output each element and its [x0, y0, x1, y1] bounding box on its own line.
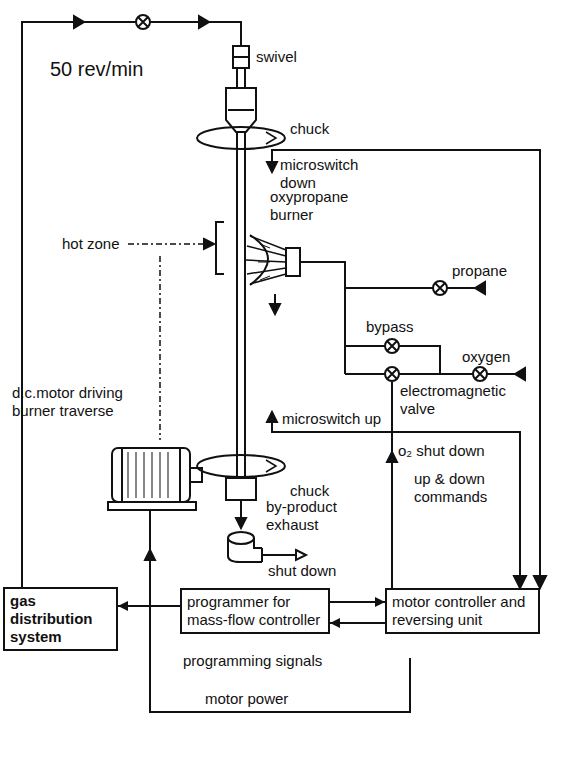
part-label: bypass: [366, 318, 436, 336]
signal-arrow: [330, 597, 385, 607]
part-label: chuck: [290, 120, 360, 138]
part-label: motor power: [205, 690, 325, 708]
part-label: o₂ shut down: [398, 442, 528, 460]
part-label: hot zone: [62, 235, 132, 253]
part-label: microswitch down: [280, 156, 380, 192]
control-box: motor controller and reversing unit: [385, 588, 540, 634]
part-label: oxypropane burner: [270, 188, 370, 224]
part-label: by-product exhaust: [266, 498, 376, 534]
part-label: electromagnetic valve: [400, 382, 510, 418]
part-label: shut down: [268, 562, 358, 580]
part-label: propane: [452, 262, 532, 280]
control-box: gas distribution system: [3, 587, 118, 651]
part-label: 50 rev/min: [50, 58, 190, 81]
signal-arrow: [330, 618, 385, 628]
box-text: programmer for mass-flow controller: [187, 593, 323, 629]
part-label: oxygen: [462, 348, 542, 366]
part-label: d.c.motor driving burner traverse: [12, 384, 137, 420]
part-label: up & down commands: [414, 470, 512, 506]
part-label: programming signals: [183, 652, 343, 670]
part-label: swivel: [256, 48, 336, 66]
box-text: motor controller and reversing unit: [392, 593, 533, 629]
signal-arrow: [118, 601, 180, 611]
box-text: gas distribution system: [10, 592, 111, 646]
part-label: chuck: [290, 482, 360, 500]
part-label: microswitch up: [282, 410, 422, 428]
control-box: programmer for mass-flow controller: [180, 588, 330, 634]
